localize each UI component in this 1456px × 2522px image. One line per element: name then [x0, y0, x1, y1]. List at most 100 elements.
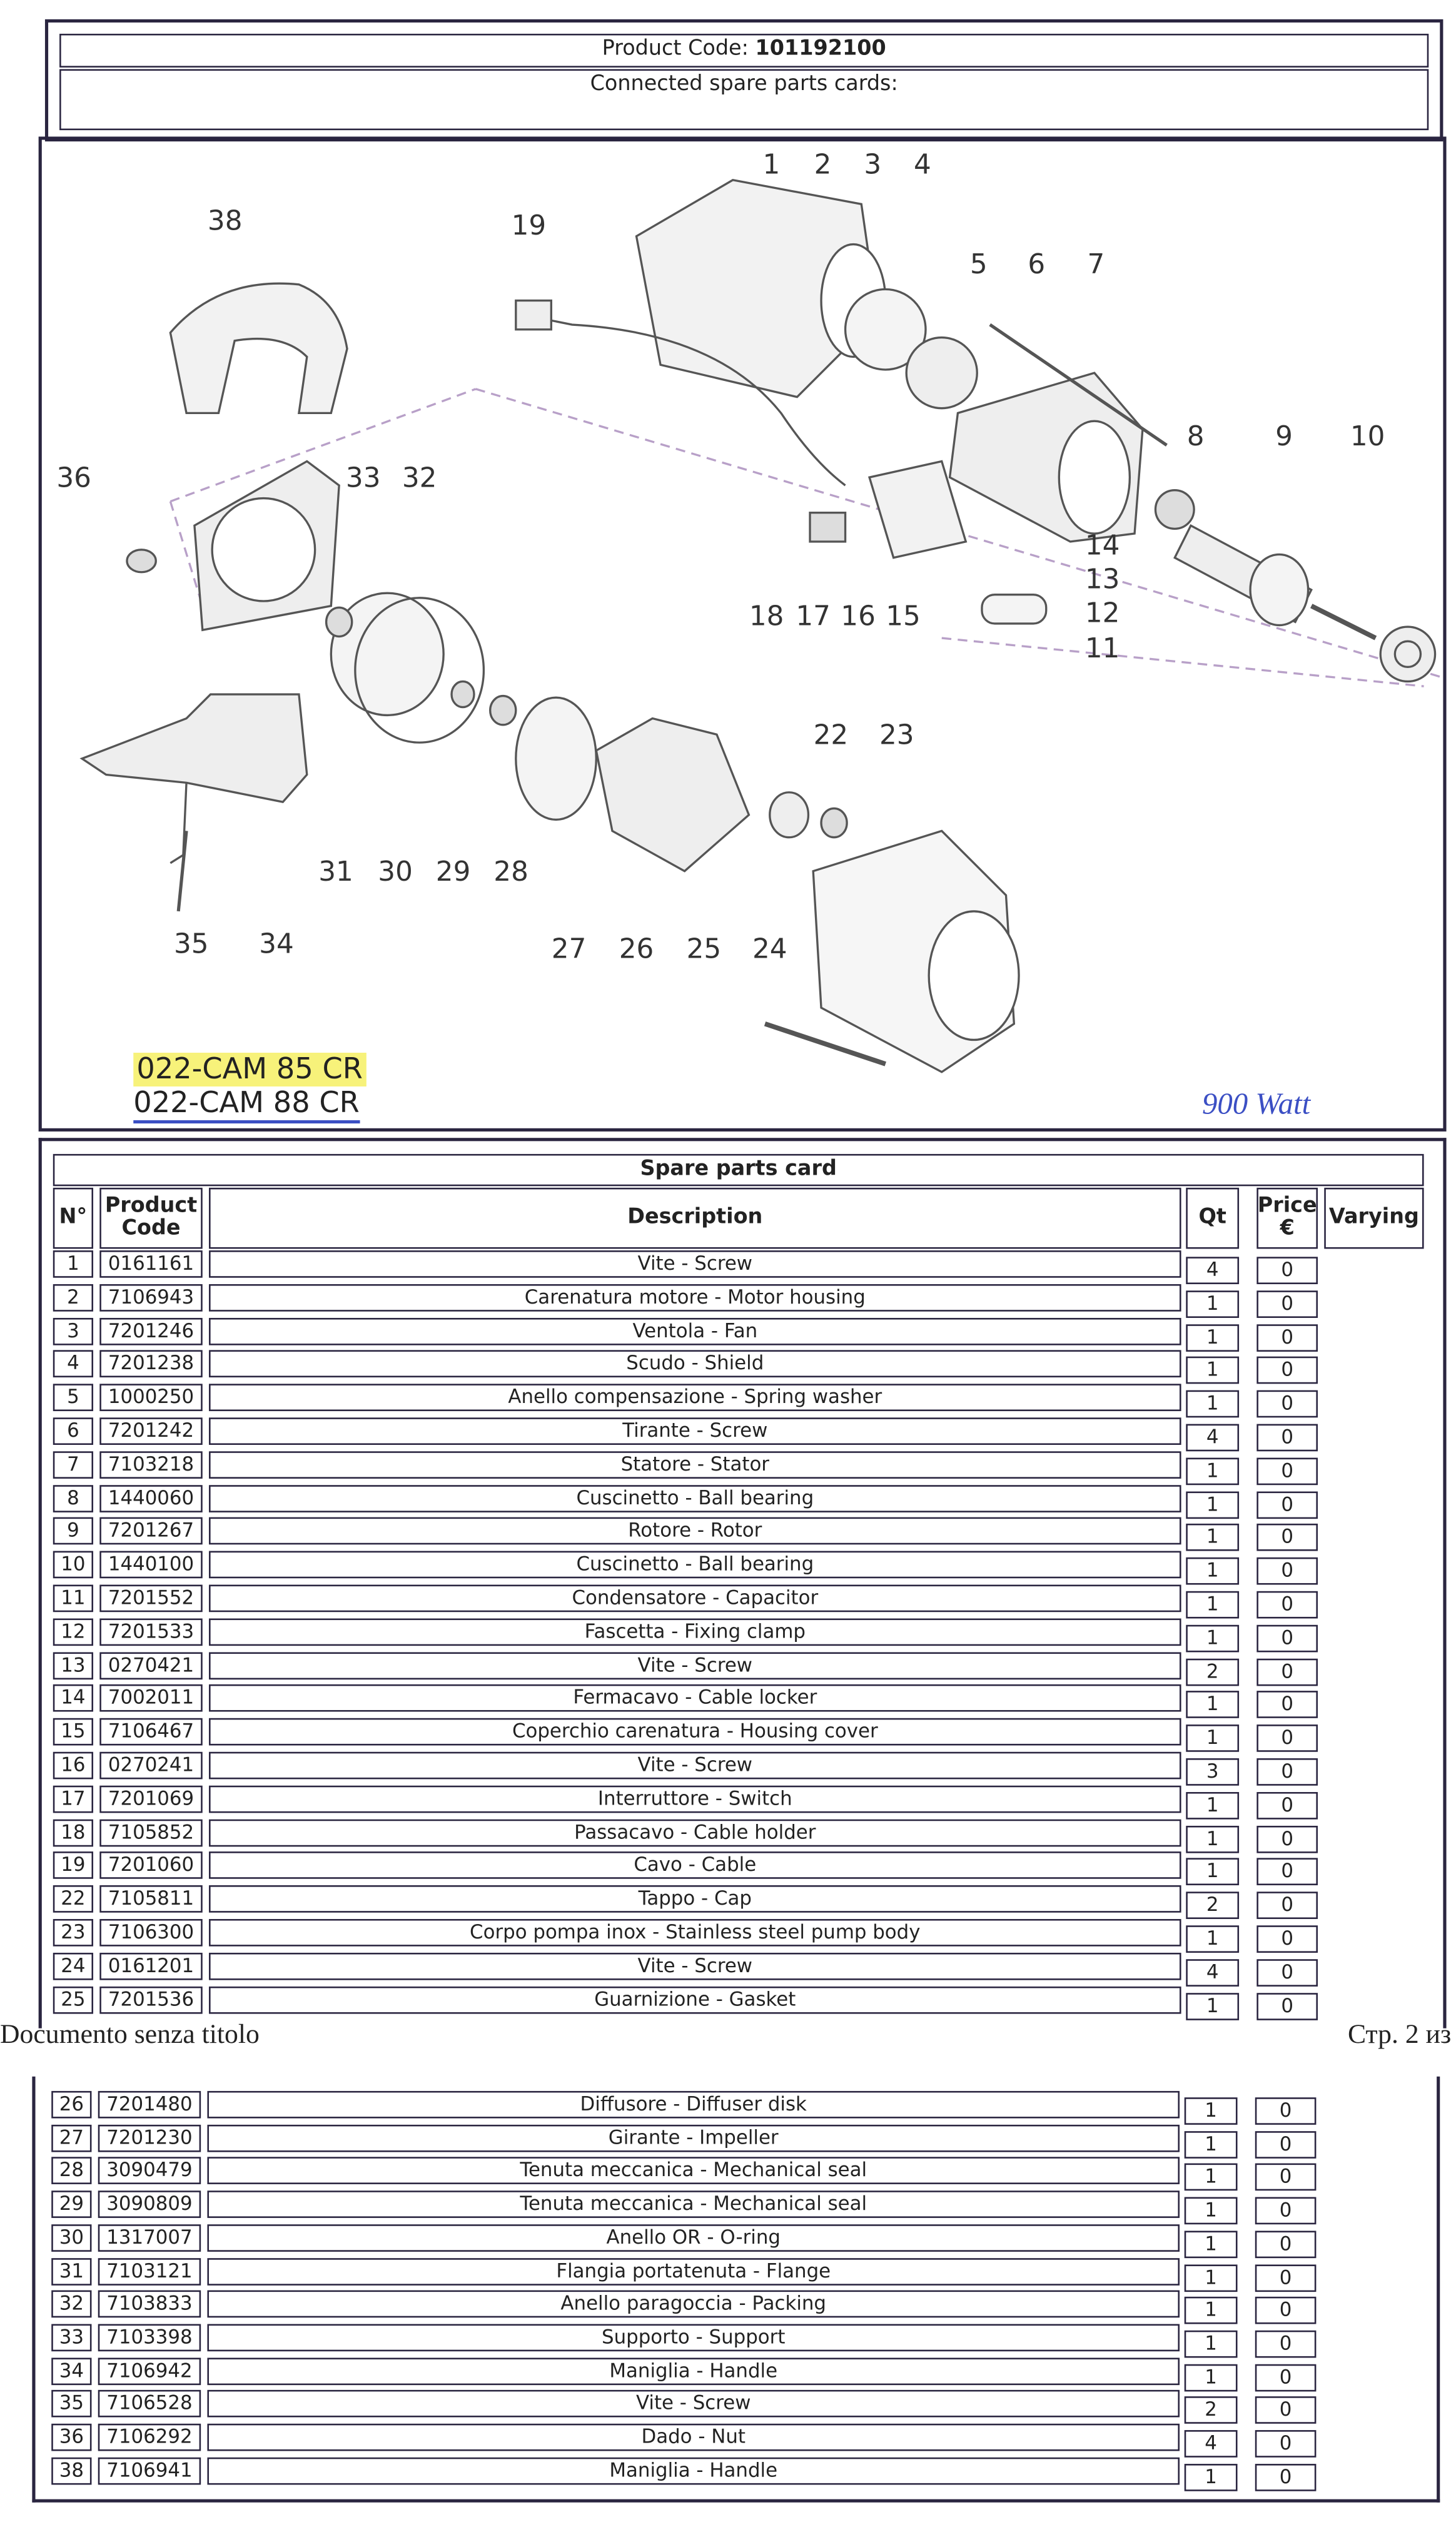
page-footer-right: Стр. 2 из	[1347, 2018, 1452, 2050]
row-number: 31	[51, 2257, 92, 2285]
product-code: 7106292	[98, 2423, 201, 2451]
row-number: 3	[53, 1317, 94, 1345]
description: Cuscinetto - Ball bearing	[209, 1484, 1181, 1512]
part-label: 27	[551, 933, 587, 966]
description: Vite - Screw	[209, 1952, 1181, 1980]
part-label: 13	[1084, 564, 1120, 597]
product-code: 7201060	[99, 1852, 203, 1880]
product-code: 7201246	[99, 1317, 203, 1345]
price: 0	[1256, 1892, 1318, 1920]
price: 0	[1256, 1357, 1318, 1385]
product-code: 1440100	[99, 1551, 203, 1579]
product-code: 7201230	[98, 2124, 201, 2152]
description: Vite - Screw	[209, 1751, 1181, 1780]
price: 0	[1256, 1324, 1318, 1351]
product-code: 0270241	[99, 1751, 203, 1780]
part-label: 17	[796, 600, 831, 634]
quantity: 1	[1186, 1691, 1240, 1719]
description: Flangia portatenuta - Flange	[207, 2257, 1180, 2285]
row-number: 10	[53, 1551, 94, 1579]
row-number: 24	[53, 1952, 94, 1980]
connected-cards-row: Connected spare parts cards:	[59, 69, 1429, 131]
row-number: 7	[53, 1451, 94, 1479]
price: 0	[1256, 1591, 1318, 1619]
spare-parts-card	[38, 1138, 1447, 2028]
row-number: 5	[53, 1384, 94, 1412]
part-label: 7	[1087, 249, 1105, 281]
row-number: 26	[51, 2090, 92, 2119]
description: Maniglia - Handle	[207, 2357, 1180, 2385]
part-label: 34	[259, 929, 294, 961]
price: 0	[1256, 1691, 1318, 1719]
row-number: 13	[53, 1651, 94, 1679]
part-label: 32	[402, 463, 437, 495]
product-code-value: 101192100	[755, 37, 886, 61]
price: 0	[1256, 1524, 1318, 1552]
price: 0	[1256, 1724, 1318, 1753]
description: Dado - Nut	[207, 2423, 1180, 2451]
row-number: 4	[53, 1350, 94, 1379]
description: Condensatore - Capacitor	[209, 1584, 1181, 1613]
description: Scudo - Shield	[209, 1350, 1181, 1379]
price: 0	[1256, 1858, 1318, 1886]
quantity: 1	[1186, 1825, 1240, 1853]
quantity: 4	[1186, 1958, 1240, 1987]
part-label: 4	[913, 149, 931, 182]
column-header-description: Description	[209, 1187, 1181, 1249]
quantity: 1	[1186, 1858, 1240, 1886]
price: 0	[1255, 2430, 1317, 2458]
model-text: 022-CAM 88 CR	[133, 1086, 360, 1120]
description: Anello OR - O-ring	[207, 2224, 1180, 2252]
part-label: 15	[886, 600, 921, 634]
column-header-no: N°	[53, 1187, 94, 1249]
row-number: 9	[53, 1517, 94, 1546]
description: Anello compensazione - Spring washer	[209, 1384, 1181, 1412]
price: 0	[1256, 1658, 1318, 1686]
column-header-code: Product Code	[99, 1187, 203, 1249]
exploded-diagram: 1 2 3 4 5 6 7 8 9 10 11 12 13 14 15 16 1…	[38, 136, 1447, 1132]
description: Supporto - Support	[207, 2324, 1180, 2351]
product-code: 7106943	[99, 1284, 203, 1312]
description: Vite - Screw	[209, 1651, 1181, 1679]
product-code: 7201069	[99, 1785, 203, 1813]
part-label: 8	[1186, 421, 1205, 453]
description: Corpo pompa inox - Stainless steel pump …	[209, 1918, 1181, 1947]
product-code: 1317007	[98, 2224, 201, 2252]
row-number: 23	[53, 1918, 94, 1947]
row-number: 8	[53, 1484, 94, 1512]
part-label: 30	[378, 856, 413, 889]
product-code: 7002011	[99, 1684, 203, 1713]
part-label: 24	[752, 933, 787, 966]
page-footer-left: Documento senza titolo	[0, 2018, 260, 2050]
quantity: 1	[1186, 1390, 1240, 1418]
product-code: 7201533	[99, 1618, 203, 1646]
quantity: 1	[1184, 2363, 1238, 2391]
part-label: 35	[173, 929, 209, 961]
price: 0	[1255, 2230, 1317, 2258]
price: 0	[1256, 1791, 1318, 1820]
part-label: 26	[619, 933, 654, 966]
row-number: 29	[51, 2190, 92, 2219]
price: 0	[1256, 1624, 1318, 1652]
model-name-2: 022-CAM 88 CR	[133, 1086, 360, 1124]
product-code: 3090809	[98, 2190, 201, 2219]
part-label: 10	[1350, 421, 1385, 453]
row-number: 19	[53, 1852, 94, 1880]
quantity: 1	[1186, 1624, 1240, 1652]
price: 0	[1255, 2363, 1317, 2391]
product-code: 7106300	[99, 1918, 203, 1947]
product-code: 7103218	[99, 1451, 203, 1479]
product-code: 7201242	[99, 1417, 203, 1445]
quantity: 1	[1186, 1724, 1240, 1753]
quantity: 1	[1184, 2297, 1238, 2324]
column-header-price: Price €	[1256, 1187, 1318, 1249]
quantity: 2	[1186, 1892, 1240, 1920]
product-code-row: Product Code: 101192100	[59, 33, 1429, 68]
quantity: 1	[1186, 1290, 1240, 1318]
description: Passacavo - Cable holder	[209, 1818, 1181, 1846]
description: Ventola - Fan	[209, 1317, 1181, 1345]
quantity: 1	[1186, 1524, 1240, 1552]
description: Anello paragoccia - Packing	[207, 2291, 1180, 2318]
description: Fascetta - Fixing clamp	[209, 1618, 1181, 1646]
